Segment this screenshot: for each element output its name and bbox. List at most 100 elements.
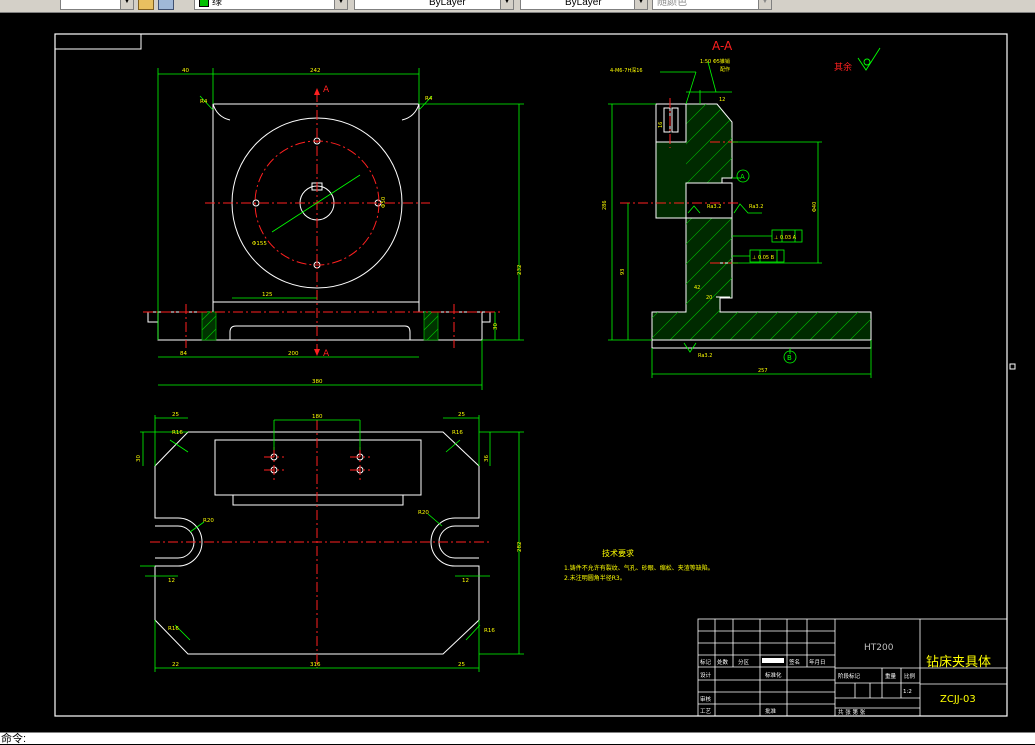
dim-label: 242 [310, 68, 321, 74]
dim-label: 30 [136, 455, 142, 462]
dim-label: 316 [310, 662, 321, 668]
linetype-label: ByLayer [429, 0, 466, 8]
thread-note: 4-M6-7H深16 [610, 67, 643, 74]
dim-label: 380 [312, 379, 323, 385]
command-prompt: 命令: [1, 733, 27, 745]
tolerance-frame: ⊥ 0.03 A [774, 235, 797, 241]
dim-label: R16 [172, 430, 183, 436]
dim-label: 40 [182, 68, 189, 74]
dim-label: R16 [452, 430, 463, 436]
dim-label: 20 [706, 295, 712, 301]
dim-label: Φ155 [252, 241, 267, 247]
tb-label: 共 张 第 张 [838, 708, 866, 716]
tb-label: 签名 [789, 658, 800, 666]
tb-label: 1:2 [903, 689, 912, 695]
dim-label: 36 [484, 455, 490, 462]
layer-dropdown[interactable]: ▼ [60, 0, 134, 10]
sheet-border [54, 33, 1008, 717]
section-mark-top: A [323, 85, 330, 95]
dim-label: Φ40 [812, 202, 818, 212]
datum-a-label: A [740, 173, 745, 181]
title-block: HT200 钻床夹具体 ZCJJ-03 标记 处数 分区 签名 年月日 设计 标… [697, 618, 1008, 717]
dim-label: R16 [168, 626, 179, 632]
dim-label: 232 [517, 265, 523, 276]
dim-label: 12 [719, 97, 725, 103]
front-view: A A 40 242 R4 R4 232 30 125 84 200 380 Φ… [143, 68, 524, 390]
tech-req-title: 技术要求 [602, 548, 634, 558]
tb-label: 重量 [885, 672, 897, 680]
technical-requirements: 技术要求 1.铸件不允许有裂纹、气孔、砂眼、缩松、夹渣等缺陷。 2.未注明圆角半… [564, 548, 714, 582]
dim-label: 282 [517, 542, 523, 553]
tech-req-item: 2.未注明圆角半径R3。 [564, 574, 626, 582]
chevron-down-icon[interactable]: ▼ [120, 0, 133, 9]
dim-label: 22 [172, 662, 179, 668]
material-label: HT200 [864, 643, 894, 653]
chevron-down-icon[interactable]: ▼ [334, 0, 347, 9]
color-label: 绿 [212, 0, 222, 8]
dim-label: R4 [425, 96, 433, 102]
dim-label: 93 [620, 269, 626, 275]
color-dropdown[interactable]: 绿 ▼ [194, 0, 348, 10]
dim-label: R16 [484, 628, 495, 634]
tolerance-frame: ⊥ 0.05 B [752, 255, 775, 261]
roughness-symbol-icon [857, 47, 881, 71]
tb-label: 年月日 [809, 658, 826, 666]
roughness-label: Ra3.2 [707, 204, 721, 210]
tb-label: 标记 [700, 658, 712, 666]
lineweight-dropdown[interactable]: ByLayer ▼ [520, 0, 648, 10]
taper-note-2: 配作 [720, 66, 730, 73]
dim-label: R20 [418, 510, 429, 516]
dim-label: 30 [493, 323, 499, 330]
dim-label: Φ50 [381, 196, 387, 208]
part-name: 钻床夹具体 [926, 655, 991, 670]
dim-label: 42 [694, 285, 700, 291]
tb-label: 标准化 [765, 671, 782, 679]
properties-toolbar: ▼ 绿 ▼ ByLayer ▼ ByLayer ▼ 随颜色 ▼ [0, 0, 1035, 13]
datum-b-label: B [787, 354, 792, 362]
plotstyle-label: 随颜色 [657, 0, 687, 8]
tb-label: 工艺 [700, 708, 712, 715]
dim-label: R4 [200, 99, 208, 105]
chevron-down-icon[interactable]: ▼ [634, 0, 647, 9]
section-view: A-A [602, 39, 881, 378]
section-title: A-A [712, 39, 733, 53]
crosshair-cursor-icon [1009, 363, 1016, 370]
tb-label: 批准 [765, 707, 777, 715]
tb-label: 处数 [717, 658, 729, 666]
dim-label: 12 [462, 578, 469, 584]
tb-label: 设计 [700, 671, 712, 679]
tb-label: 比例 [904, 672, 916, 680]
dim-label: 25 [172, 412, 179, 418]
chevron-down-icon[interactable]: ▼ [758, 0, 771, 9]
layer-state-icon[interactable] [138, 0, 154, 10]
dim-label: R20 [203, 518, 214, 524]
tech-req-item: 1.铸件不允许有裂纹、气孔、砂眼、缩松、夹渣等缺陷。 [564, 564, 714, 572]
layers-icon[interactable] [158, 0, 174, 10]
dim-label: 200 [288, 351, 299, 357]
command-line[interactable]: 命令: [0, 732, 1035, 745]
section-mark-bottom: A [323, 349, 330, 359]
drawing-number: ZCJJ-03 [940, 694, 976, 705]
chevron-down-icon[interactable]: ▼ [500, 0, 513, 9]
roughness-other-label: 其余 [834, 61, 852, 73]
dim-label: 25 [458, 412, 465, 418]
dim-label: 25 [458, 662, 465, 668]
dim-label: 16 [658, 122, 664, 128]
tb-label: 审核 [700, 695, 712, 703]
color-swatch-icon [199, 0, 209, 7]
tb-label: 阶段标记 [838, 672, 861, 680]
dim-label: 84 [180, 351, 187, 357]
drawing-canvas[interactable]: A A 40 242 R4 R4 232 30 125 84 200 380 Φ… [0, 12, 1035, 732]
dim-label: 286 [602, 200, 608, 210]
linetype-dropdown[interactable]: ByLayer ▼ [354, 0, 514, 10]
tb-label: 分区 [738, 658, 750, 666]
dim-label: 180 [312, 414, 323, 420]
plotstyle-dropdown[interactable]: 随颜色 ▼ [652, 0, 772, 10]
roughness-label: Ra3.2 [698, 353, 712, 359]
dim-label: 257 [758, 368, 768, 374]
dim-label: 125 [262, 292, 273, 298]
roughness-label: Ra3.2 [749, 204, 763, 210]
plan-view: 180 25 25 282 316 22 25 R16 R16 R16 R16 … [136, 412, 524, 672]
taper-note: 1:50 Φ5锥销 [700, 58, 730, 65]
lineweight-label: ByLayer [565, 0, 602, 8]
